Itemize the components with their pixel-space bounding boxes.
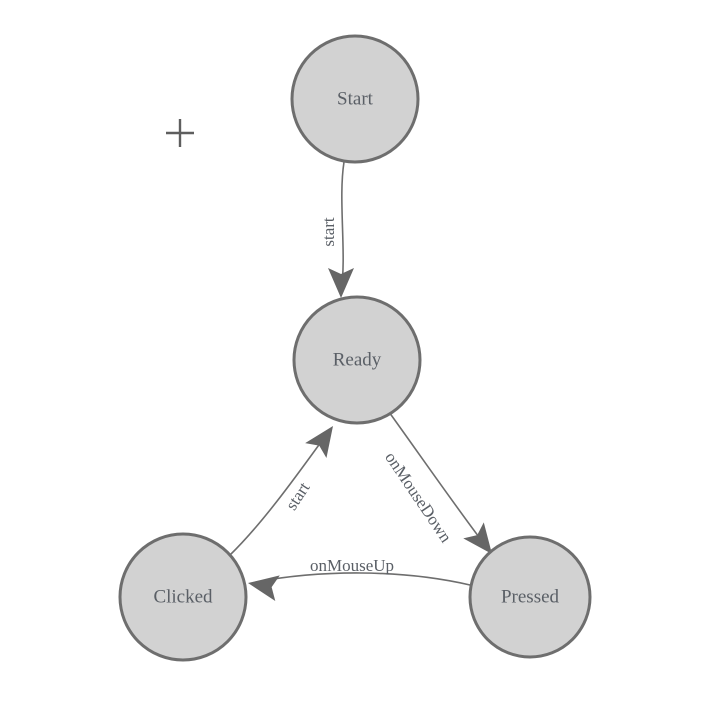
crosshair-marker <box>166 119 194 147</box>
arrow-into-pressed-icon <box>463 522 492 554</box>
node-ready-circle[interactable] <box>292 295 422 425</box>
crosshair-layer <box>166 119 194 147</box>
edge-ready-to-pressed[interactable] <box>388 411 489 550</box>
node-pressed[interactable]: Pressed <box>468 535 592 659</box>
node-clicked-label: Clicked <box>153 586 213 607</box>
arrow-into-clicked-icon <box>248 575 280 602</box>
edge-label-pressed-to-clicked: onMouseUp <box>310 556 394 575</box>
edge-pressed-to-clicked[interactable] <box>255 572 471 586</box>
arrow-into-ready-from-clicked-icon <box>305 426 333 459</box>
node-pressed-circle[interactable] <box>468 535 592 659</box>
arrowheads-layer <box>248 268 492 602</box>
node-pressed-label: Pressed <box>501 586 560 607</box>
edge-label-clicked-to-ready: start <box>282 478 314 513</box>
edge-label-ready-to-pressed: onMouseDown <box>381 448 456 546</box>
node-clicked-circle[interactable] <box>118 532 248 662</box>
edge-label-start-to-ready: start <box>319 217 338 247</box>
node-start[interactable]: Start <box>290 34 420 164</box>
node-clicked[interactable]: Clicked <box>118 532 248 662</box>
edge-clicked-to-ready[interactable] <box>229 430 330 556</box>
node-start-label: Start <box>337 88 374 109</box>
arrow-into-ready-from-start-icon <box>328 268 354 298</box>
node-ready-label: Ready <box>333 349 382 370</box>
node-ready[interactable]: Ready <box>292 295 422 425</box>
edge-start-to-ready[interactable] <box>340 161 345 293</box>
node-start-circle[interactable] <box>290 34 420 164</box>
